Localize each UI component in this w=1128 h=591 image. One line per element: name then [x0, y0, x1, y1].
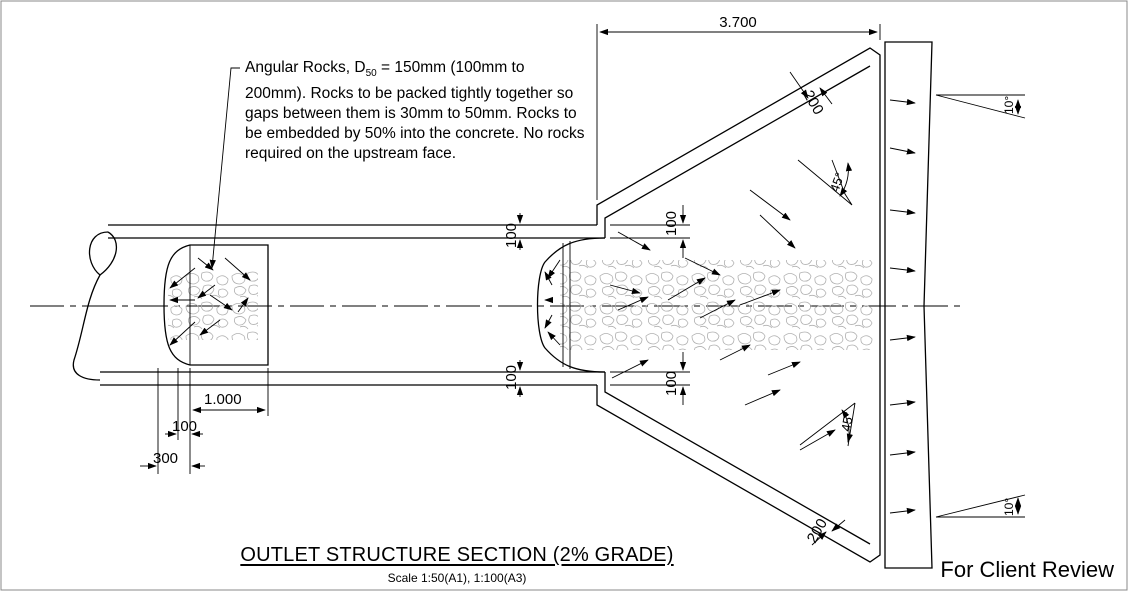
- note-leader: [209, 67, 240, 269]
- flow-arrow: [609, 284, 641, 294]
- flow-arrows: [169, 98, 916, 515]
- rock-note-prefix: Angular Rocks, D: [245, 59, 366, 76]
- rock-note: Angular Rocks, D50 = 150mm (100mm to 200…: [245, 58, 585, 164]
- dim-apron-width-label: 3.700: [719, 14, 757, 31]
- flow-arrow: [799, 429, 836, 451]
- dim-pipe-wall-bottom-label: 100: [503, 365, 520, 390]
- flow-arrow: [889, 399, 916, 407]
- flow-arrow: [759, 214, 796, 249]
- flow-arrow: [237, 297, 249, 313]
- flow-arrow: [611, 359, 649, 379]
- flow-arrow: [889, 507, 916, 515]
- dim-inlet-top-label: 100: [663, 211, 680, 236]
- rock-note-body: = 150mm (100mm to 200mm). Rocks to be pa…: [245, 59, 585, 163]
- dim-pipe-wall-top-label: 100: [503, 223, 520, 248]
- flow-arrow: [224, 257, 251, 281]
- angle-45-markers: [797, 159, 856, 447]
- dim-inlet-bottom-label: 100: [663, 371, 680, 396]
- angle-top-label: 45°: [827, 170, 848, 194]
- dim-pipe-block: [140, 368, 269, 474]
- pipe-break-symbol: [72, 231, 109, 381]
- dim-wall-bottom-label: 200: [804, 516, 831, 546]
- flow-arrow: [617, 296, 649, 311]
- flow-arrow: [169, 267, 196, 289]
- review-stamp: For Client Review: [940, 557, 1114, 582]
- flow-arrow: [544, 314, 553, 329]
- flow-arrow: [197, 284, 216, 299]
- flow-arrow: [889, 334, 916, 342]
- pipe-end-block: [163, 244, 269, 366]
- flow-arrow: [199, 319, 221, 336]
- dim-offset-100-label: 100: [172, 418, 197, 435]
- flow-arrow: [209, 294, 233, 311]
- flow-arrow: [889, 266, 916, 274]
- drawing-title: OUTLET STRUCTURE SECTION (2% GRADE): [240, 544, 674, 566]
- dim-apron-width: [596, 24, 881, 200]
- flow-arrow: [889, 147, 916, 155]
- flow-arrow: [767, 361, 801, 376]
- flow-arrow: [889, 449, 916, 457]
- flow-arrow: [684, 257, 721, 276]
- pipe-walls: [100, 224, 605, 386]
- flow-arrow: [749, 189, 791, 221]
- dim-pipe-wall: [516, 205, 690, 405]
- dim-wall-top: [789, 71, 833, 105]
- dim-wall-bottom: [811, 519, 846, 546]
- flow-arrow: [719, 344, 751, 361]
- dim-offset-300-label: 300: [153, 450, 178, 467]
- flow-arrow: [197, 257, 214, 271]
- rock-note-subscript: 50: [365, 68, 377, 80]
- angle-bottom-label: 45°: [838, 411, 856, 433]
- end-angle-top-label: 10°: [1002, 96, 1016, 114]
- flow-arrow: [739, 289, 781, 306]
- inlet-headwall: [536, 237, 606, 373]
- flow-arrow: [667, 277, 706, 301]
- end-sill: [884, 41, 933, 569]
- apron-walls: [596, 47, 881, 563]
- flow-arrow: [889, 98, 916, 106]
- flow-arrow: [744, 389, 781, 406]
- angle-10-markers: [935, 94, 1026, 518]
- flow-arrow: [699, 299, 736, 319]
- flow-arrow: [169, 321, 196, 346]
- rock-fill-pipe: [168, 270, 258, 340]
- drawing-scale: Scale 1:50(A1), 1:100(A3): [387, 571, 527, 585]
- dim-pipe-block-label: 1.000: [204, 391, 242, 408]
- flow-arrow: [547, 331, 561, 346]
- flow-arrow: [547, 259, 561, 279]
- flow-arrow: [889, 208, 916, 216]
- end-angle-bottom-label: 10°: [1002, 498, 1016, 516]
- flow-arrow: [617, 231, 651, 251]
